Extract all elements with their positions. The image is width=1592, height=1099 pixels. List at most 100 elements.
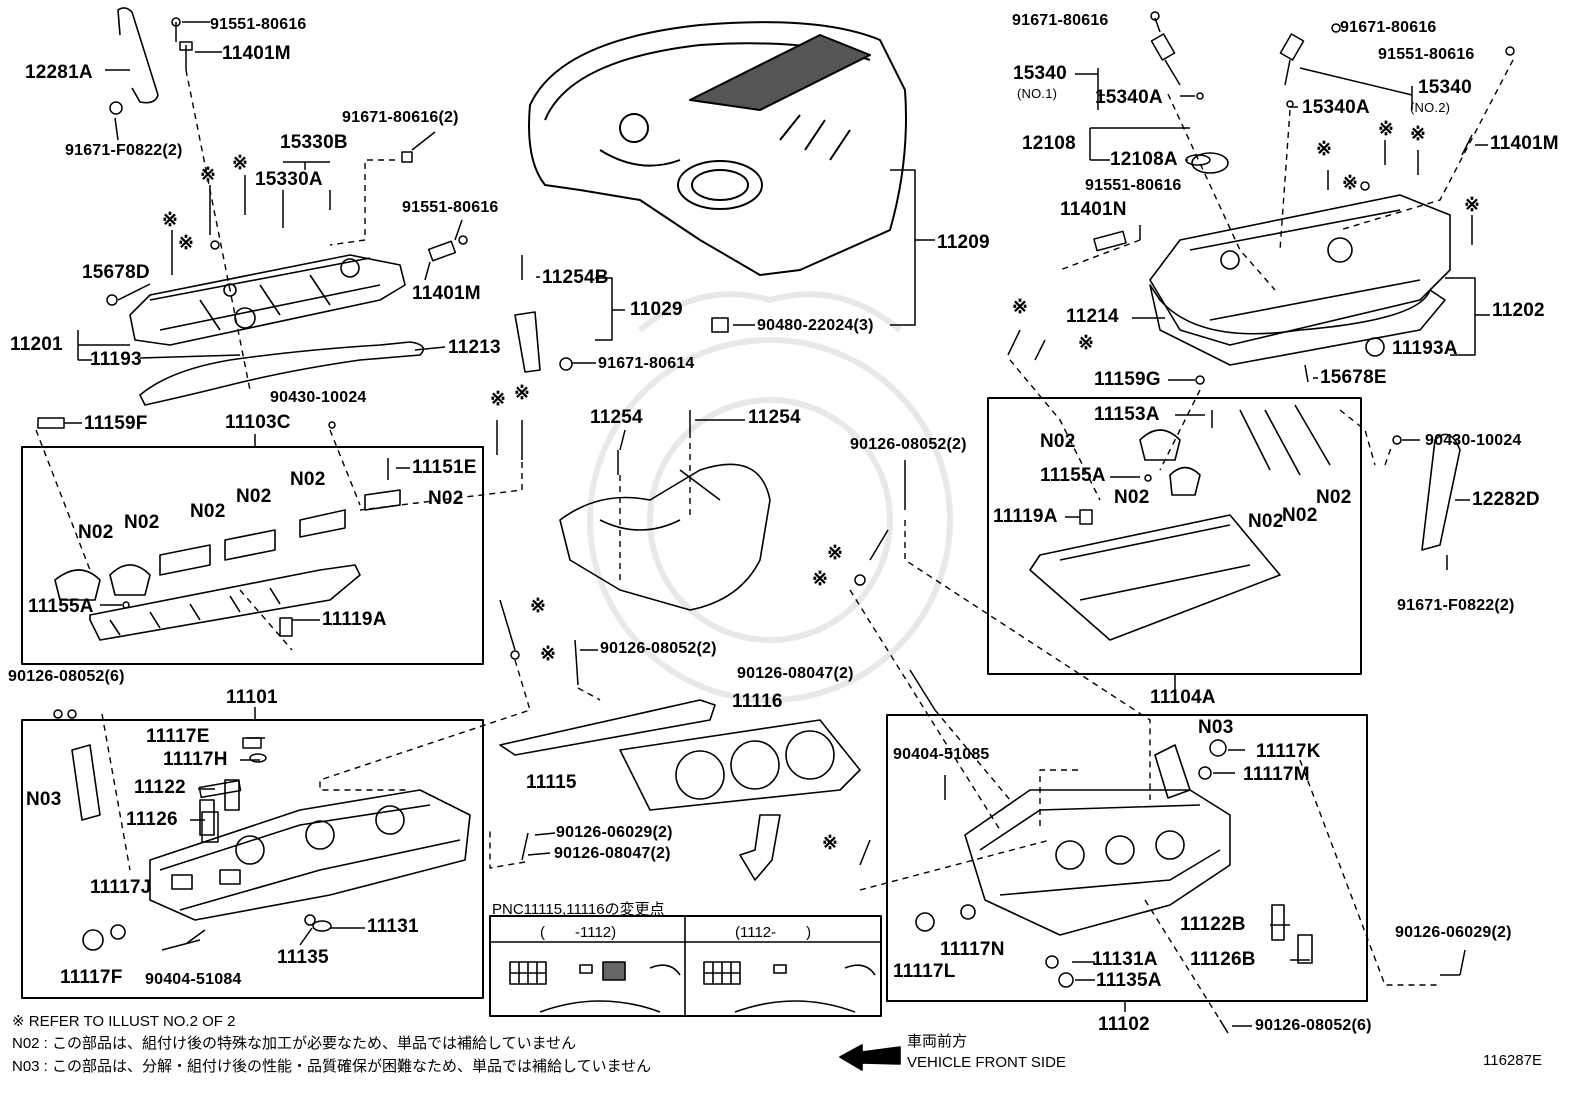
label-11153A: 11153A: [1094, 404, 1160, 425]
ref-mark: ※: [1410, 124, 1427, 145]
label-11104A: 11104A: [1150, 687, 1216, 708]
label-15340: 15340: [1013, 63, 1067, 84]
label-91671-F0822: 91671-F0822(2): [65, 142, 183, 159]
down-arrow-icon: [739, 814, 781, 881]
dashed-lines: [35, 59, 1514, 1021]
label-11213: 11213: [448, 337, 501, 358]
label-15330A: 15330A: [255, 169, 323, 190]
label-12281A: 12281A: [25, 62, 93, 83]
label-90126-08047-2-b: 90126-08047(2): [554, 845, 671, 862]
ref-mark: ※: [530, 596, 547, 617]
ref-mark: ※: [1012, 297, 1029, 318]
ring-11117N: [960, 904, 976, 920]
label-11029: 11029: [630, 299, 683, 320]
label-91671-F0822-b: 91671-F0822(2): [1397, 597, 1515, 614]
label-11101: 11101: [226, 687, 278, 708]
label-91551-80616-b: 91551-80616: [402, 199, 499, 216]
label-11135A: 11135A: [1096, 970, 1162, 991]
label-11209: 11209: [937, 232, 990, 253]
label-11201: 11201: [10, 334, 63, 355]
cylinder-head-left: [71, 744, 471, 921]
manifold-11254: [559, 463, 771, 611]
bracket-12282D: [1421, 433, 1461, 551]
label-11159F: 11159F: [84, 413, 148, 434]
label-90126-08052-6-b: 90126-08052(6): [1255, 1017, 1372, 1034]
label-11401M-c: 11401M: [1490, 133, 1559, 154]
front-arrow-icon: [839, 1044, 901, 1071]
label-15340A: 15340A: [1095, 87, 1163, 108]
label-90430-10024: 90430-10024: [270, 389, 367, 406]
label-15340A-b: 15340A: [1302, 97, 1370, 118]
label-90126-08052-6: 90126-08052(6): [8, 668, 125, 685]
label-11135: 11135: [277, 947, 329, 968]
label-91551-80616-d: 91551-80616: [1085, 177, 1182, 194]
ref-mark: ※: [1342, 173, 1359, 194]
pnc-left-sketch: [509, 961, 681, 1013]
ring-11117J: [110, 924, 126, 940]
label-11131: 11131: [367, 916, 419, 937]
label-11117J: 11117J: [90, 877, 152, 898]
label-11254B: 11254B: [542, 267, 609, 288]
label-n02: N02: [1040, 431, 1076, 452]
box-11101: [21, 719, 484, 999]
label-11401N: 11401N: [1060, 199, 1127, 220]
pnc-right-caption: (1112- ): [735, 924, 812, 941]
label-n02: N02: [236, 486, 272, 507]
label-11117E: 11117E: [146, 726, 210, 747]
label-11401M: 11401M: [222, 43, 291, 64]
label-90480-22024: 90480-22024(3): [757, 317, 874, 334]
label-91671-80614: 91671-80614: [598, 355, 695, 372]
label-n02: N02: [290, 469, 326, 490]
label-11254: 11254: [590, 407, 643, 428]
pnc-change-title: PNC11115,11116の変更点: [492, 901, 665, 918]
label-12282D: 12282D: [1472, 489, 1540, 510]
ref-mark: ※: [200, 165, 217, 186]
label-n03-b: N03: [1198, 717, 1234, 738]
ref-mark: ※: [822, 833, 839, 854]
label-11131A: 11131A: [1092, 949, 1158, 970]
label-11401M-b: 11401M: [412, 283, 481, 304]
ref-mark: ※: [514, 383, 531, 404]
ref-mark: ※: [827, 543, 844, 564]
label-12108: 12108: [1022, 133, 1076, 154]
seal-11193A: [1365, 337, 1385, 357]
label-91551-80616: 91551-80616: [210, 16, 307, 33]
valve-cover-11202: [1149, 152, 1451, 346]
label-11117L: 11117L: [893, 961, 956, 982]
ref-mark: ※: [232, 153, 249, 174]
label-11117K: 11117K: [1256, 741, 1321, 762]
label-90404-51085: 90404-51085: [893, 746, 990, 763]
label-11119A: 11119A: [322, 609, 387, 630]
bolts: [37, 11, 1515, 1034]
label-12108A: 12108A: [1110, 149, 1178, 170]
label-11159G: 11159G: [1094, 369, 1161, 390]
label-11155A-b: 11155A: [1040, 465, 1106, 486]
label-n02: N02: [1114, 487, 1150, 508]
label-n03: N03: [26, 789, 62, 810]
front-label-en: VEHICLE FRONT SIDE: [907, 1054, 1066, 1071]
label-11155A: 11155A: [28, 596, 94, 617]
label-n02: N02: [428, 488, 464, 509]
pnc-right-sketch: [703, 961, 876, 1013]
ref-mark: ※: [1316, 139, 1333, 160]
label-n02: N02: [1248, 511, 1284, 532]
valve-cover-11201: [129, 254, 406, 346]
plug-11117F: [82, 929, 104, 951]
label-15330B: 15330B: [280, 132, 348, 153]
label-11254-b: 11254: [748, 407, 801, 428]
label-15340-b: 15340: [1418, 77, 1472, 98]
label-91551-80616-c: 91551-80616: [1378, 46, 1475, 63]
label-90404-51084: 90404-51084: [145, 971, 242, 988]
label-n02: N02: [190, 501, 226, 522]
label-91671-80616-d: 91671-80616: [1340, 19, 1437, 36]
ref-mark: ※: [490, 389, 507, 410]
label-11202: 11202: [1492, 300, 1545, 321]
leader-lines: [64, 21, 1490, 1027]
bracket-11254B: [514, 311, 541, 373]
pnc-left-caption: ( -1112): [540, 924, 617, 941]
label-15678D: 15678D: [82, 262, 150, 283]
label-90126-06029-2: 90126-06029(2): [556, 824, 673, 841]
plug-11117L: [915, 912, 935, 932]
